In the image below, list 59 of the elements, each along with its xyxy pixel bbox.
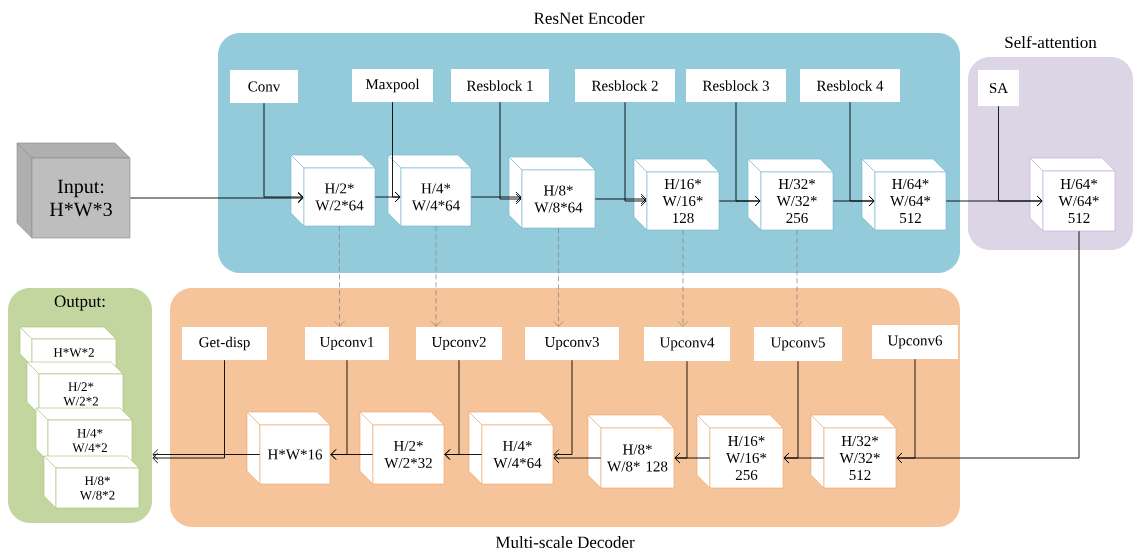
feature-cube: H/64* W/64* 512 xyxy=(861,158,947,231)
feature-cube: H/32* W/32* 256 xyxy=(747,158,834,231)
panel-title: Multi-scale Decoder xyxy=(495,536,635,548)
arrow xyxy=(998,105,1043,207)
feature-cube: Input: H*W*3 xyxy=(16,142,131,239)
feature-cube: H/4* W/4*64 xyxy=(468,411,554,485)
layer-box: Resblock 1 xyxy=(451,69,549,102)
arrow xyxy=(263,102,304,203)
arrow xyxy=(430,225,442,327)
layer-box: Resblock 3 xyxy=(686,69,786,102)
panel-title: ResNet Encoder xyxy=(534,12,645,24)
feature-cube: H/4* W/4*64 xyxy=(387,154,472,227)
arrow xyxy=(783,360,799,464)
layer-box: Upconv1 xyxy=(305,327,389,360)
arrow xyxy=(129,192,304,204)
feature-cube: H/64* W/64* 512 xyxy=(1029,157,1116,232)
layer-box: Get-disp xyxy=(182,327,267,360)
layer-box: Upconv5 xyxy=(754,327,842,361)
arrow xyxy=(392,101,401,203)
arrow xyxy=(791,229,803,327)
arrow xyxy=(735,101,761,207)
arrow xyxy=(849,101,875,207)
layer-box: Upconv2 xyxy=(416,327,502,360)
layer-box: SA xyxy=(978,70,1019,106)
arrow xyxy=(896,358,916,464)
feature-cube: H/2* W/2*64 xyxy=(290,154,376,227)
arrow xyxy=(624,101,647,207)
panel-title: Output: xyxy=(54,295,105,311)
feature-cube: H/16* W/16* 128 xyxy=(633,158,720,231)
arrow xyxy=(553,359,573,460)
arrow xyxy=(553,227,564,327)
feature-cube: H/32* W/32* 512 xyxy=(810,414,897,489)
layer-box: Upconv3 xyxy=(525,327,619,360)
arrow xyxy=(444,359,460,460)
panel-title: Self-attention xyxy=(1005,35,1097,49)
arrow xyxy=(677,229,689,327)
arrow xyxy=(553,452,602,464)
layer-box: Maxpool xyxy=(352,69,433,102)
arrow xyxy=(674,360,688,464)
arrow xyxy=(470,191,522,203)
layer-box: Upconv6 xyxy=(872,325,958,359)
arrow xyxy=(594,193,647,205)
arrow xyxy=(330,359,348,460)
layer-box: Upconv4 xyxy=(644,327,730,361)
feature-cube: H/8* W/8*64 xyxy=(508,156,596,229)
arrow xyxy=(152,449,261,460)
layer-box: Conv xyxy=(230,70,298,103)
arrow xyxy=(334,225,345,327)
arrow xyxy=(152,359,225,464)
feature-cube: H*W*16 xyxy=(246,411,331,485)
layer-box: Resblock 2 xyxy=(575,69,675,102)
feature-cube: H/2* W/2*32 xyxy=(359,411,445,485)
node-label: Upconv6 xyxy=(887,335,943,349)
feature-cube: H/4* W/4*2 xyxy=(35,407,133,462)
feature-cube: H/8* W/8* 128 xyxy=(587,414,675,489)
feature-cube: H/16* W/16* 256 xyxy=(696,414,784,489)
feature-cube: H/8* W/8*2 xyxy=(43,455,140,509)
layer-box: Resblock 4 xyxy=(800,69,900,102)
arrow xyxy=(499,101,522,205)
